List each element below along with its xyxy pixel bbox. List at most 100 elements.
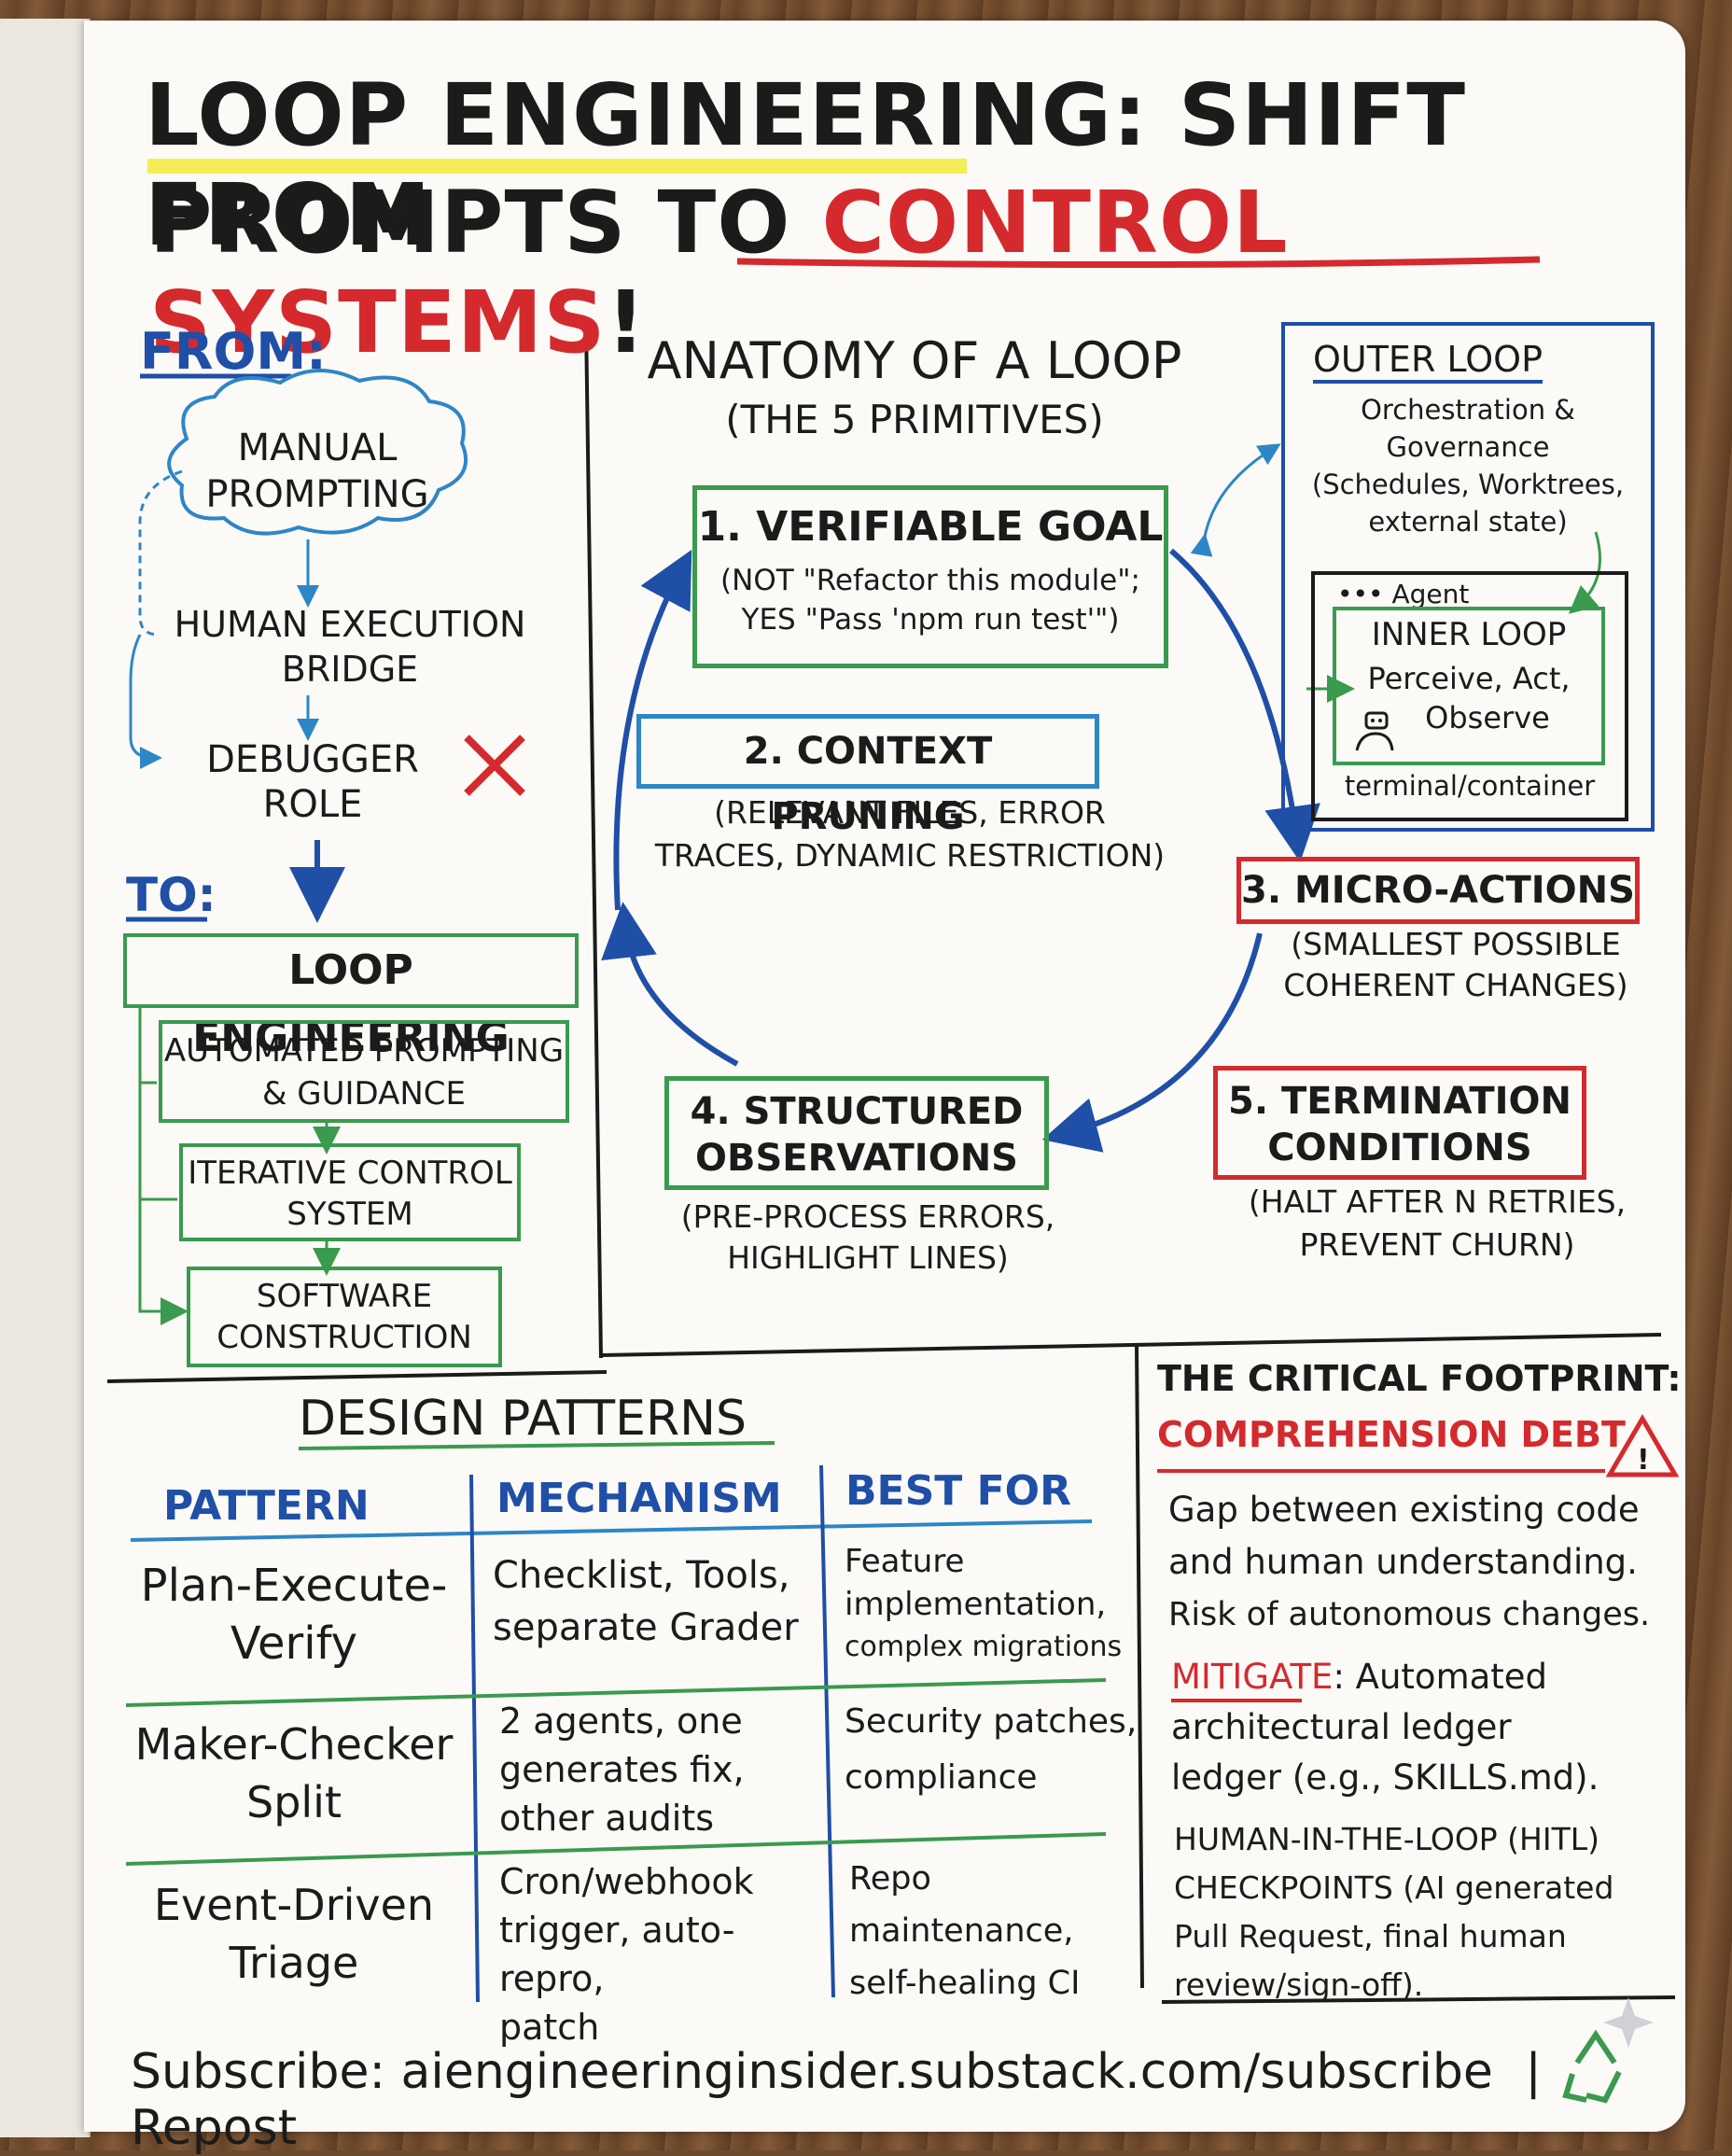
svg-text:!: !	[1637, 1444, 1650, 1477]
subscribe-link[interactable]: Subscribe: aiengineeringinsider.substack…	[131, 2044, 1493, 2100]
row-1-mechanism-line-1: Checklist, Tools,	[493, 1554, 790, 1597]
divider-left-bottom	[106, 1370, 608, 1383]
iterative-control-text: ITERATIVE CONTROL SYSTEM	[188, 1155, 512, 1233]
footer: Subscribe: aiengineeringinsider.substack…	[131, 2044, 1624, 2156]
primitive-5-desc: (HALT AFTER N RETRIES, PREVENT CHURN)	[1204, 1181, 1670, 1267]
primitive-2-title: 2. CONTEXT PRUNING	[743, 730, 993, 838]
iterative-control-box: ITERATIVE CONTROL SYSTEM	[179, 1143, 521, 1241]
row-1-best-line-1: Feature	[845, 1543, 965, 1580]
row-3-pattern: Event-Driven Triage	[121, 1876, 467, 1992]
row-1-best-line-3: complex migrations	[845, 1631, 1123, 1663]
automated-prompting-box: AUTOMATED PROMPTING & GUIDANCE	[159, 1020, 569, 1123]
primitive-4-line-2: OBSERVATIONS	[695, 1137, 1018, 1180]
footprint-p3-line-1: HUMAN-IN-THE-LOOP (HITL)	[1174, 1821, 1600, 1857]
design-patterns-title: DESIGN PATTERNS	[299, 1391, 747, 1447]
footprint-p3-line-2: CHECKPOINTS (AI generated	[1174, 1869, 1614, 1906]
header-best-for: BEST FOR	[845, 1467, 1071, 1515]
title-part-2: : SHIFT FROM	[145, 65, 1466, 265]
divider-middle	[601, 1333, 1662, 1357]
row-2-pattern: Maker-Checker Split	[121, 1715, 467, 1831]
outer-loop-line-4: external state)	[1368, 506, 1568, 538]
footprint-para-3: HUMAN-IN-THE-LOOP (HITL) CHECKPOINTS (AI…	[1174, 1815, 1687, 2009]
anatomy-title: ANATOMY OF A LOOP	[647, 331, 1182, 390]
title-exclamation: !	[606, 273, 647, 372]
footprint-p2-line-3: ledger (e.g., SKILLS.md).	[1171, 1757, 1599, 1798]
footprint-p3-line-3: Pull Request, final human	[1174, 1918, 1567, 1954]
row-1-best-for: Feature implementation, complex migratio…	[845, 1540, 1152, 1669]
debugger-role-text: DEBUGGER ROLE	[206, 738, 419, 826]
primitive-4-desc: (PRE-PROCESS ERRORS, HIGHLIGHT LINES)	[653, 1197, 1082, 1279]
primitive-3-box: 3. MICRO-ACTIONS	[1236, 857, 1640, 924]
row-3-best-line-1: Repo maintenance,	[849, 1860, 1074, 1950]
title-part-1: LOOP ENGINEERING	[145, 65, 1113, 165]
primitive-2-line-1: (RELEVANT FILES, ERROR	[714, 794, 1106, 831]
outer-loop-box: OUTER LOOP Orchestration & Governance (S…	[1281, 322, 1655, 832]
repost-link[interactable]: Repost	[131, 2100, 298, 2156]
primitive-4-sub-2: HIGHLIGHT LINES)	[727, 1239, 1009, 1276]
footprint-p1-line-1: Gap between existing code	[1168, 1490, 1640, 1530]
footer-separator: |	[1525, 2044, 1542, 2100]
header-mechanism: MECHANISM	[496, 1475, 782, 1522]
warning-icon	[1605, 1414, 1680, 1477]
recycle-icon	[1562, 2029, 1622, 2104]
sparkle-icon	[1603, 1997, 1654, 2048]
row-3-mechanism-line-2: trigger, auto-repro,	[499, 1910, 735, 1999]
anatomy-subtitle: (THE 5 PRIMITIVES)	[725, 397, 1104, 442]
primitive-4-sub-1: (PRE-PROCESS ERRORS,	[680, 1198, 1055, 1235]
row-3-pattern-line-1: Event-Driven	[153, 1880, 435, 1930]
from-label: FROM:	[140, 322, 327, 381]
row-1-pattern-line-1: Plan-Execute-	[140, 1560, 448, 1612]
primitive-1-box: 1. VERIFIABLE GOAL (NOT "Refactor this m…	[692, 485, 1168, 668]
agent-box: ••• Agent	[1311, 571, 1628, 821]
footprint-p1-line-3: Risk of autonomous changes.	[1168, 1596, 1651, 1633]
primitive-1-line-1: (NOT "Refactor this module";	[720, 564, 1140, 597]
row-1-pattern-line-2: Verify	[230, 1617, 358, 1670]
divider-right	[1135, 1343, 1144, 1989]
page-title: LOOP ENGINEERING: SHIFT FROM	[145, 65, 1600, 265]
primitive-2-line-2: TRACES, DYNAMIC RESTRICTION)	[654, 837, 1166, 874]
row-3-mechanism-line-1: Cron/webhook	[499, 1861, 754, 1902]
table-header-rule	[130, 1519, 1093, 1542]
primitive-3-line-1: (SMALLEST POSSIBLE	[1291, 926, 1621, 962]
outer-loop-title: OUTER LOOP	[1313, 339, 1543, 384]
outer-loop-line-3: (Schedules, Worktrees,	[1311, 469, 1625, 500]
primitive-5-sub-1: (HALT AFTER N RETRIES,	[1248, 1183, 1627, 1220]
primitive-1-title: 1. VERIFIABLE GOAL	[697, 503, 1164, 551]
inner-loop-box: INNER LOOP Perceive, Act, Observe	[1333, 607, 1605, 765]
manual-prompting-text: MANUAL PROMPTING	[205, 427, 429, 516]
footprint-para-1: Gap between existing code and human unde…	[1168, 1484, 1682, 1641]
title-part-3: PROMPTS TO	[149, 173, 822, 273]
software-construction-box: SOFTWARE CONSTRUCTION	[187, 1267, 502, 1367]
primitive-1-line-2: YES "Pass 'npm run test'")	[741, 603, 1120, 637]
title-highlight	[147, 159, 967, 174]
row-2-pattern-line-1: Maker-Checker	[134, 1719, 454, 1770]
loop-arrow-micro-to-observations	[1041, 932, 1263, 1153]
human-execution-bridge-text: HUMAN EXECUTION BRIDGE	[174, 604, 526, 690]
row-1-mechanism: Checklist, Tools, separate Grader	[493, 1549, 819, 1654]
primitive-2-desc: (RELEVANT FILES, ERROR TRACES, DYNAMIC R…	[635, 791, 1185, 877]
primitive-5-line-2: CONDITIONS	[1267, 1127, 1532, 1169]
manual-prompting-cloud	[167, 369, 468, 536]
footprint-p2-line-2: architectural ledger	[1171, 1707, 1512, 1747]
primitive-2-box: 2. CONTEXT PRUNING	[636, 714, 1099, 838]
loop-arrow-observations-to-pruning	[601, 902, 739, 1067]
row-2-best-line-2: compliance	[845, 1758, 1038, 1797]
loop-arrow-pruning-to-goal	[613, 549, 692, 911]
row-1-best-line-2: implementation,	[845, 1586, 1107, 1623]
primitive-3-desc: (SMALLEST POSSIBLE COHERENT CHANGES)	[1250, 924, 1661, 1006]
loop-engineering-box: LOOP ENGINEERING	[123, 933, 579, 1061]
row-1-mechanism-line-2: separate Grader	[493, 1606, 799, 1649]
loop-arrow-goal-to-micro	[1169, 548, 1320, 862]
row-2-best-line-1: Security patches,	[845, 1702, 1138, 1741]
outer-loop-line-2: Governance	[1386, 431, 1550, 463]
red-x-mark	[464, 735, 525, 796]
title-highlight-control-systems: CONTROL SYSTEMS	[149, 173, 1289, 372]
footprint-para-2: MITIGATE: Automated architectural ledger…	[1171, 1652, 1684, 1803]
row-2-mechanism-line-2: generates fix,	[499, 1749, 745, 1790]
primitive-3-title: 3. MICRO-ACTIONS	[1241, 869, 1635, 912]
row-3-mechanism: Cron/webhook trigger, auto-repro, patch	[499, 1857, 835, 2051]
inner-loop-line-2: Observe	[1425, 700, 1550, 735]
page-title-line-2: PROMPTS TO CONTROL SYSTEMS!	[149, 173, 1605, 372]
row-2-mechanism-line-1: 2 agents, one	[499, 1701, 743, 1742]
